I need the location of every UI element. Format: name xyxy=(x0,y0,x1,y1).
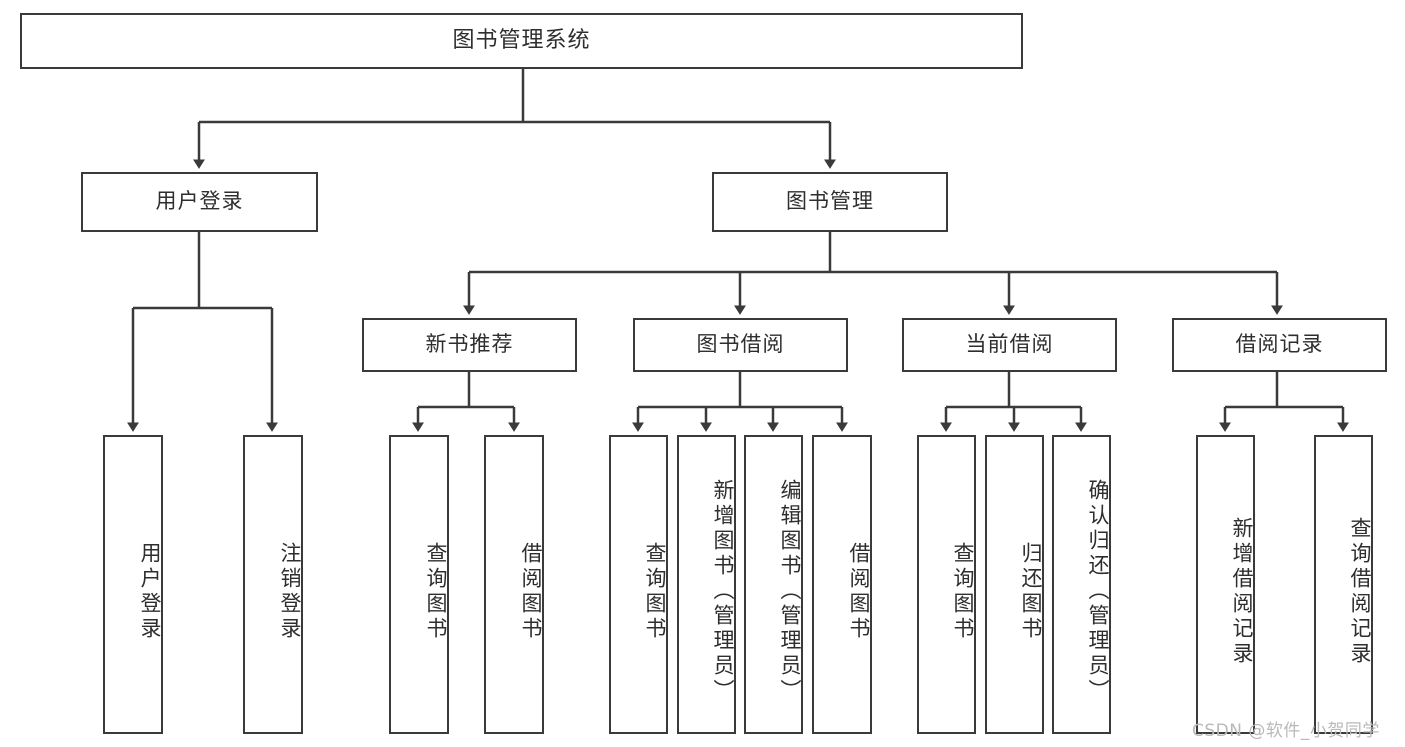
node-leaf-borrow-book-1[interactable]: 借阅图书 xyxy=(484,435,544,734)
node-label: 编辑图书（管理员） xyxy=(778,479,802,704)
node-label: 借阅记录 xyxy=(1235,332,1324,357)
node-label: 用户登录 xyxy=(155,189,244,214)
node-leaf-add-book[interactable]: 新增图书（管理员） xyxy=(677,435,736,734)
node-label: 图书管理系统 xyxy=(452,27,591,53)
node-root-system[interactable]: 图书管理系统 xyxy=(20,13,1023,69)
node-label: 图书管理 xyxy=(786,189,874,214)
node-leaf-edit-book[interactable]: 编辑图书（管理员） xyxy=(744,435,803,734)
node-label: 借阅图书 xyxy=(847,541,871,642)
node-label: 查询图书 xyxy=(424,541,448,642)
node-label: 确认归还（管理员） xyxy=(1086,479,1110,704)
node-label: 用户登录 xyxy=(138,541,162,642)
node-label: 图书借阅 xyxy=(696,332,785,357)
node-label: 查询图书 xyxy=(951,541,975,642)
node-book-manage[interactable]: 图书管理 xyxy=(712,172,948,232)
node-label: 查询借阅记录 xyxy=(1348,516,1372,667)
node-label: 新增借阅记录 xyxy=(1230,516,1254,667)
node-leaf-query-book-1[interactable]: 查询图书 xyxy=(389,435,449,734)
node-leaf-confirm-return[interactable]: 确认归还（管理员） xyxy=(1052,435,1111,734)
node-leaf-query-book-2[interactable]: 查询图书 xyxy=(609,435,668,734)
node-label: 归还图书 xyxy=(1019,541,1043,642)
node-label: 新增图书（管理员） xyxy=(711,479,735,704)
node-borrow-record[interactable]: 借阅记录 xyxy=(1172,318,1387,372)
node-leaf-add-record[interactable]: 新增借阅记录 xyxy=(1196,435,1255,734)
node-current-borrow[interactable]: 当前借阅 xyxy=(902,318,1117,372)
node-leaf-borrow-book-2[interactable]: 借阅图书 xyxy=(812,435,872,734)
node-label: 新书推荐 xyxy=(425,332,514,357)
node-label: 当前借阅 xyxy=(965,332,1054,357)
node-leaf-logout-login[interactable]: 注销登录 xyxy=(243,435,303,734)
node-leaf-user-login[interactable]: 用户登录 xyxy=(103,435,163,734)
node-leaf-return-book[interactable]: 归还图书 xyxy=(985,435,1044,734)
node-user-login[interactable]: 用户登录 xyxy=(81,172,318,232)
node-leaf-query-record[interactable]: 查询借阅记录 xyxy=(1314,435,1373,734)
node-book-borrow[interactable]: 图书借阅 xyxy=(633,318,848,372)
node-label: 查询图书 xyxy=(643,541,667,642)
node-leaf-query-book-3[interactable]: 查询图书 xyxy=(917,435,976,734)
node-label: 注销登录 xyxy=(278,541,302,642)
csdn-watermark: CSDN @软件_小贺同学 xyxy=(1192,721,1380,741)
node-label: 借阅图书 xyxy=(519,541,543,642)
node-new-book-recommend[interactable]: 新书推荐 xyxy=(362,318,577,372)
